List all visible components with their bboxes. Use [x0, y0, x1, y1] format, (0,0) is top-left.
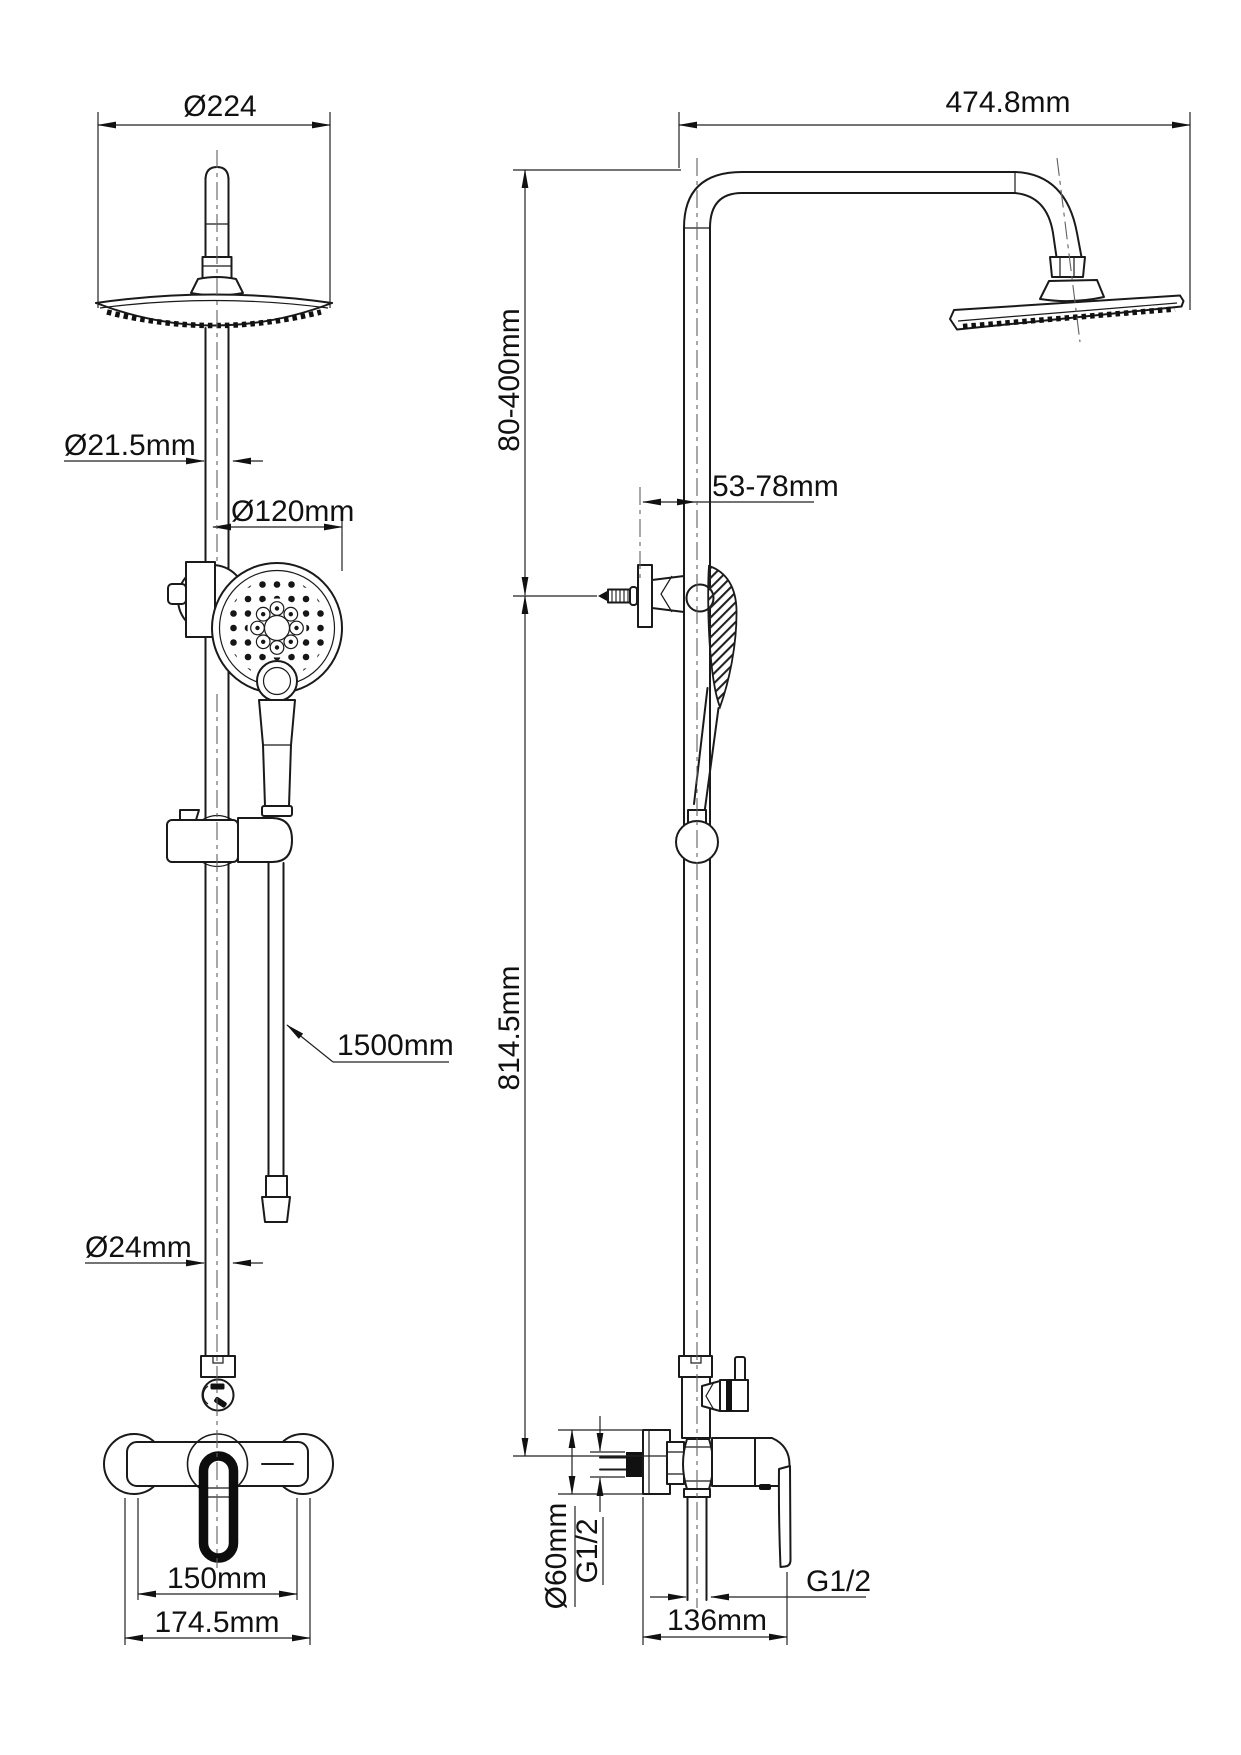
dim-wall-thread: G1/2 [571, 1518, 604, 1583]
side-rain-shower-head [949, 279, 1185, 331]
side-dimensions: 474.8mm 80-400mm 53-78mm 814.5mm Ø60mm [493, 86, 1191, 1645]
rain-head-nozzles [106, 309, 322, 329]
side-riser-and-arm [683, 171, 1086, 1357]
slide-bar-holder [166, 809, 293, 868]
dim-wall-offset: 53-78mm [712, 470, 839, 503]
dim-head-diameter: Ø224 [183, 90, 256, 123]
hand-shower-handle [258, 699, 296, 807]
wall-flange [642, 1429, 671, 1495]
front-diverter [200, 1355, 236, 1412]
mixer-side-body [711, 1437, 756, 1487]
dim-pipe-lower-diameter: Ø24mm [85, 1231, 192, 1264]
side-diverter [678, 1355, 749, 1439]
dim-wall-to-handle: 136mm [667, 1604, 767, 1637]
shower-hose [261, 862, 291, 1223]
rain-shower-head [95, 293, 333, 329]
dim-hose-length: 1500mm [337, 1029, 454, 1062]
wall-anchor-thread [626, 1452, 643, 1477]
dim-inlet-thread: G1/2 [806, 1565, 871, 1598]
dim-pipe-upper-diameter: Ø21.5mm [64, 429, 196, 462]
front-view: Ø224 Ø21.5mm Ø120mm 1500mm Ø24mm 150mm [64, 90, 454, 1645]
side-hand-shower [693, 564, 738, 817]
hand-shower [211, 562, 343, 817]
screw-tip [598, 590, 608, 602]
mixer-valve-side [711, 1437, 792, 1568]
side-view: 474.8mm 80-400mm 53-78mm 814.5mm Ø60mm [493, 86, 1191, 1645]
dim-column-length: 814.5mm [493, 965, 526, 1090]
dim-handshower-diameter: Ø120mm [231, 495, 354, 528]
mixer-handle-loop [198, 1451, 239, 1563]
centerlines [216, 150, 1081, 1608]
wall-bracket [513, 564, 715, 628]
hand-shower-flower-center [250, 601, 304, 655]
diverter-arc [202, 1385, 209, 1405]
mixer-side-handle-lever [777, 1465, 792, 1568]
side-head-nozzles [962, 306, 1176, 330]
screw-body [607, 588, 631, 604]
dim-overall-width: 174.5mm [154, 1606, 279, 1639]
dim-flange-diameter: Ø60mm [540, 1503, 573, 1610]
dim-arm-reach: 474.8mm [945, 86, 1070, 119]
tap-icon [210, 1383, 225, 1390]
union-hex-nut [666, 1441, 685, 1485]
diverter-knob-stub [734, 1356, 746, 1382]
dim-height-adjust-range: 80-400mm [493, 308, 526, 451]
front-dimensions: Ø224 Ø21.5mm Ø120mm 1500mm Ø24mm 150mm [64, 90, 454, 1645]
